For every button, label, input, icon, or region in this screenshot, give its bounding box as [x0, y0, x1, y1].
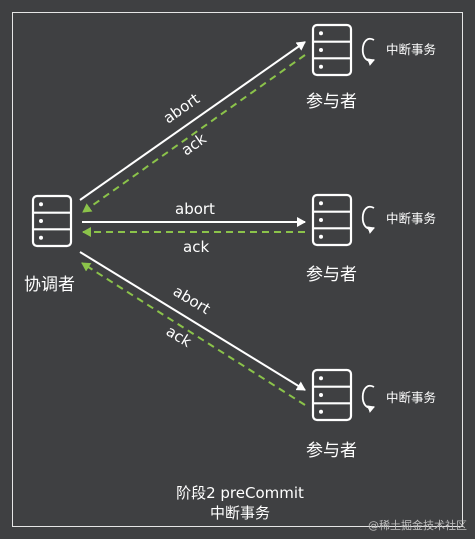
- participant-2-self-arrow: [361, 205, 375, 234]
- caption-title: 中断事务: [210, 504, 270, 522]
- participant-1-self-arrow: [361, 37, 375, 66]
- participant-3-side-label: 中断事务: [386, 390, 436, 405]
- participant-1-label: 参与者: [306, 92, 357, 112]
- ack-label-2: ack: [183, 238, 209, 256]
- diagram-border: [12, 12, 463, 527]
- participant-2-label: 参与者: [306, 265, 357, 285]
- ack-arrow-1: [82, 54, 306, 213]
- abort-label-3: abort: [170, 282, 214, 318]
- participant-2-server-icon: [311, 193, 353, 247]
- ack-arrow-3: [81, 262, 306, 406]
- watermark: @稀土掘金技术社区: [368, 519, 467, 532]
- ack-label-3: ack: [163, 322, 195, 351]
- participant-3-label: 参与者: [306, 441, 357, 461]
- participant-1-side-label: 中断事务: [386, 42, 436, 57]
- participant-1-server-icon: [311, 23, 353, 77]
- participant-3-server-icon: [311, 368, 353, 422]
- coordinator-label: 协调者: [24, 275, 75, 295]
- abort-arrow-1: [79, 41, 306, 201]
- abort-label-1: abort: [160, 90, 203, 128]
- caption-phase: 阶段2 preCommit: [176, 484, 304, 502]
- participant-3-self-arrow: [361, 384, 375, 413]
- ack-label-1: ack: [178, 129, 210, 159]
- abort-label-2: abort: [175, 200, 215, 218]
- coordinator-server-icon: [31, 194, 73, 248]
- participant-2-side-label: 中断事务: [386, 211, 436, 226]
- abort-arrow-3: [79, 251, 306, 391]
